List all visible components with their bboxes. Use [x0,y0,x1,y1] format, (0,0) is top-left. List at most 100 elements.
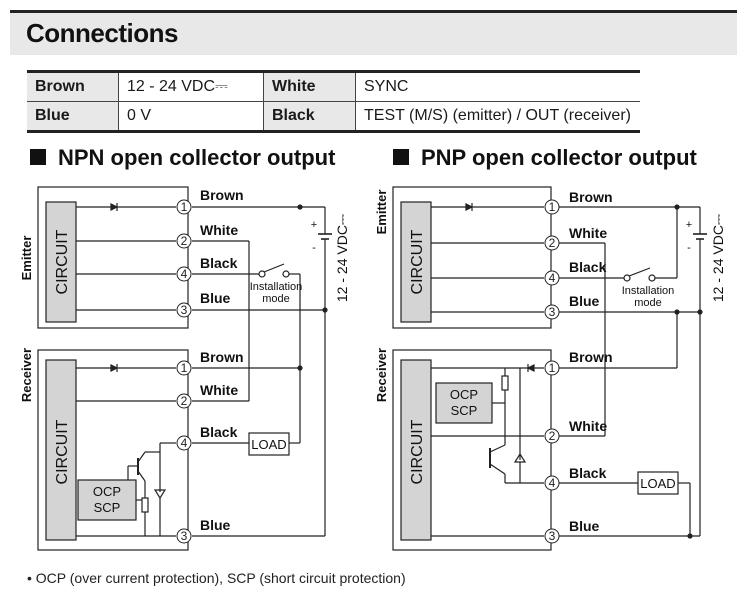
wire-color-cell: Black [263,101,356,133]
wire-label: Brown [200,349,244,365]
emitter-side-label: Emitter [374,190,389,235]
wire-label: Brown [569,349,613,365]
terminal-pin [176,266,192,282]
wire-label: Blue [200,290,231,306]
terminal-number: 3 [549,529,556,543]
npn-receiver-circuit-block [45,359,77,541]
receiver-side-label: Receiver [374,348,389,402]
terminal-number: 2 [181,234,188,248]
terminal-pin [176,528,192,544]
wire-label: Brown [569,189,613,205]
terminal-number: 4 [549,476,556,490]
wire-label: White [200,222,238,238]
installation-label: Installation [622,285,675,297]
diode-icon [110,364,119,372]
wire-label: Blue [569,518,600,534]
wire-label: White [569,225,607,241]
terminal-number: 2 [181,394,188,408]
terminal-number: 2 [549,429,556,443]
header-rule [10,10,737,13]
receiver-circuit-label: CIRCUIT [409,419,426,484]
zener-icon [153,489,167,500]
terminal-pin [544,428,560,444]
wire-color-cell: White [263,70,356,102]
footnote: • OCP (over current protection), SCP (sh… [27,570,406,586]
diode-icon [465,203,474,211]
terminal-number: 1 [181,200,188,214]
ocp-label: OCP [93,484,121,499]
npn-load-block [248,432,290,456]
npn-ocp-scp-block [77,479,137,521]
terminal-pin [544,360,560,376]
load-label: LOAD [251,437,286,452]
receiver-side-label: Receiver [19,348,34,402]
installation-label: Installation [250,281,303,293]
scp-label: SCP [451,403,478,418]
mode-label: mode [634,297,662,309]
wire-function-cell: TEST (M/S) (emitter) / OUT (receiver) [355,101,640,133]
npn-heading: NPN open collector output [30,145,335,171]
npn-terminals: 1 2 4 3 1 2 4 3 [176,199,192,544]
terminal-number: 1 [181,361,188,375]
section-title: Connections [26,18,178,48]
supply-voltage-label: 12 - 24 VDC⎓ [710,214,726,302]
terminal-pin [176,302,192,318]
terminal-pin [544,528,560,544]
terminal-pin [176,435,192,451]
terminal-pin [176,360,192,376]
terminal-number: 3 [181,303,188,317]
connections-table: Brown 12 - 24 VDC⎓ White SYNC Blue 0 V B… [27,70,640,133]
load-label: LOAD [640,476,675,491]
terminal-pin [544,199,560,215]
pnp-text-labels: Emitter Receiver CIRCUIT CIRCUIT OCP SCP… [374,190,726,491]
pnp-ocp-scp-block [435,382,493,424]
emitter-circuit-label: CIRCUIT [54,229,71,294]
table-row: Brown 12 - 24 VDC⎓ White SYNC [27,70,640,102]
emitter-circuit-label: CIRCUIT [409,229,426,294]
npn-diagram [37,186,332,551]
wire-label: Black [569,465,607,481]
scp-label: SCP [94,500,121,515]
npn-title: NPN open collector output [58,145,336,170]
wire-color-cell: Brown [27,70,119,102]
terminal-number: 2 [549,236,556,250]
pnp-terminals: 1 2 4 3 1 2 4 3 [544,199,560,544]
terminal-number: 3 [181,529,188,543]
wire-label: Brown [200,187,244,203]
terminal-number: 3 [549,305,556,319]
terminal-pin [544,235,560,251]
section-header: Connections [10,13,737,55]
ocp-label: OCP [450,387,478,402]
receiver-circuit-label: CIRCUIT [54,419,71,484]
wire-function-cell: SYNC [355,70,640,102]
terminal-number: 4 [181,267,188,281]
pnp-emitter-circuit-block [400,201,432,323]
pnp-receiver-circuit-block [400,359,432,541]
wire-function-cell: 0 V [118,101,264,133]
pnp-diagram [392,186,707,551]
supply-voltage-label: 12 - 24 VDC⎓ [334,214,350,302]
npn-emitter-circuit-block [45,201,77,323]
wire-label: Black [200,424,238,440]
bullet-square-icon [30,149,46,165]
terminal-pin [544,475,560,491]
minus-sign: - [312,242,316,254]
bullet-square-icon [393,149,409,165]
plus-sign: + [311,219,317,231]
emitter-side-label: Emitter [19,236,34,281]
diode-icon [110,203,119,211]
terminal-pin [176,393,192,409]
npn-text-labels: Emitter Receiver CIRCUIT CIRCUIT OCP SCP… [19,214,350,515]
table-row: Blue 0 V Black TEST (M/S) (emitter) / OU… [27,101,640,133]
wire-color-cell: Blue [27,101,119,133]
terminal-number: 4 [181,436,188,450]
wire-label: White [569,418,607,434]
mode-label: mode [262,293,290,305]
terminal-pin [544,270,560,286]
diode-icon [526,364,535,372]
wire-label: Blue [200,517,231,533]
terminal-pin [544,304,560,320]
plus-sign: + [686,219,692,231]
pnp-wire-labels: Brown White Black Blue Brown White Black… [569,189,613,534]
